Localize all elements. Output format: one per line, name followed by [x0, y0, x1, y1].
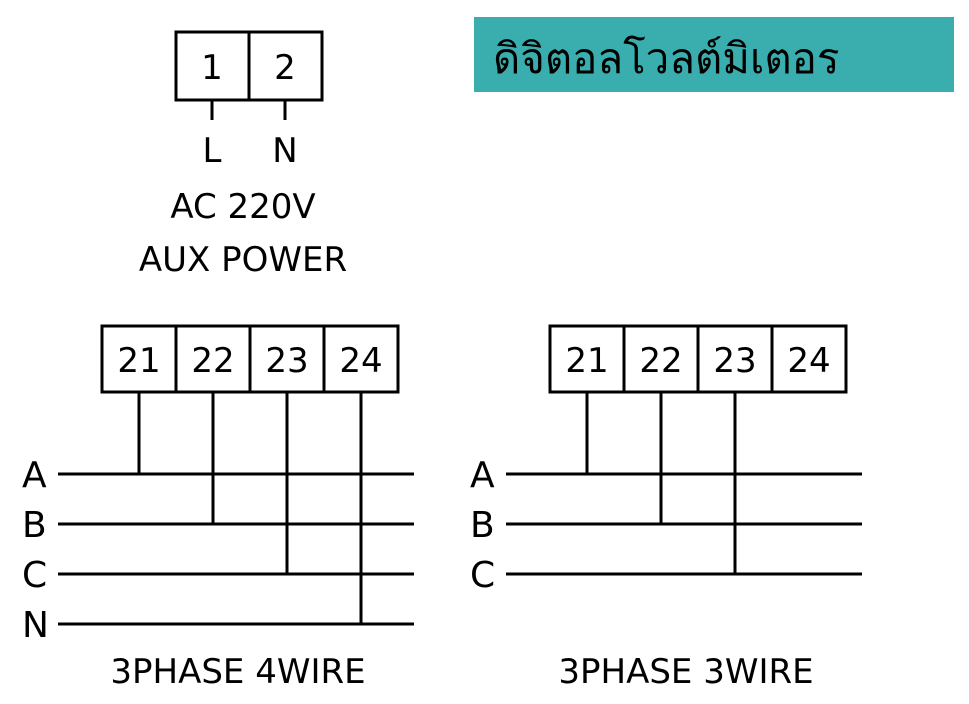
four-wire-terminal-label-21: 21 [117, 341, 160, 381]
aux-line-label-n: N [272, 131, 297, 171]
aux-power-block: 1 2 L N AC 220V AUX POWER [139, 30, 347, 280]
three-wire-terminal-box-21 [548, 324, 626, 394]
four-wire-phase-label-c: C [22, 555, 47, 596]
three-wire-block: 21 22 23 24 A B C 3PHASE 3WIRE [470, 324, 862, 692]
title-background [474, 17, 954, 92]
aux-line-label-l: L [203, 131, 222, 171]
four-wire-terminal-box-23 [248, 324, 326, 394]
three-wire-terminal-box-24 [770, 324, 848, 394]
three-wire-terminal-label-23: 23 [713, 341, 756, 381]
three-wire-caption: 3PHASE 3WIRE [558, 652, 813, 692]
aux-terminal-box-1 [174, 30, 251, 102]
title-text: ดิจิตอลโวลต์มิเตอร [493, 34, 839, 83]
four-wire-phase-label-b: B [22, 505, 47, 546]
three-wire-terminal-label-22: 22 [639, 341, 682, 381]
four-wire-terminal-label-22: 22 [191, 341, 234, 381]
three-wire-terminal-box-23 [696, 324, 774, 394]
three-wire-phase-label-a: A [470, 455, 495, 496]
aux-power-label: AUX POWER [139, 240, 347, 280]
four-wire-phase-label-a: A [22, 455, 47, 496]
four-wire-terminal-box-24 [322, 324, 400, 394]
aux-terminal-label-1: 1 [201, 48, 223, 88]
title-banner: ดิจิตอลโวลต์มิเตอร [474, 17, 954, 92]
four-wire-block: 21 22 23 24 A B C N 3PHASE 4WIRE [22, 324, 414, 692]
four-wire-caption: 3PHASE 4WIRE [110, 652, 365, 692]
three-wire-terminal-label-21: 21 [565, 341, 608, 381]
four-wire-terminal-box-21 [100, 324, 178, 394]
aux-terminal-label-2: 2 [274, 48, 296, 88]
four-wire-phase-label-n: N [22, 605, 49, 646]
four-wire-terminal-label-23: 23 [265, 341, 308, 381]
three-wire-phase-label-b: B [470, 505, 495, 546]
three-wire-phase-label-c: C [470, 555, 495, 596]
aux-terminal-box-2 [247, 30, 324, 102]
four-wire-terminal-label-24: 24 [339, 341, 382, 381]
three-wire-terminal-label-24: 24 [787, 341, 830, 381]
aux-voltage-label: AC 220V [170, 187, 315, 227]
